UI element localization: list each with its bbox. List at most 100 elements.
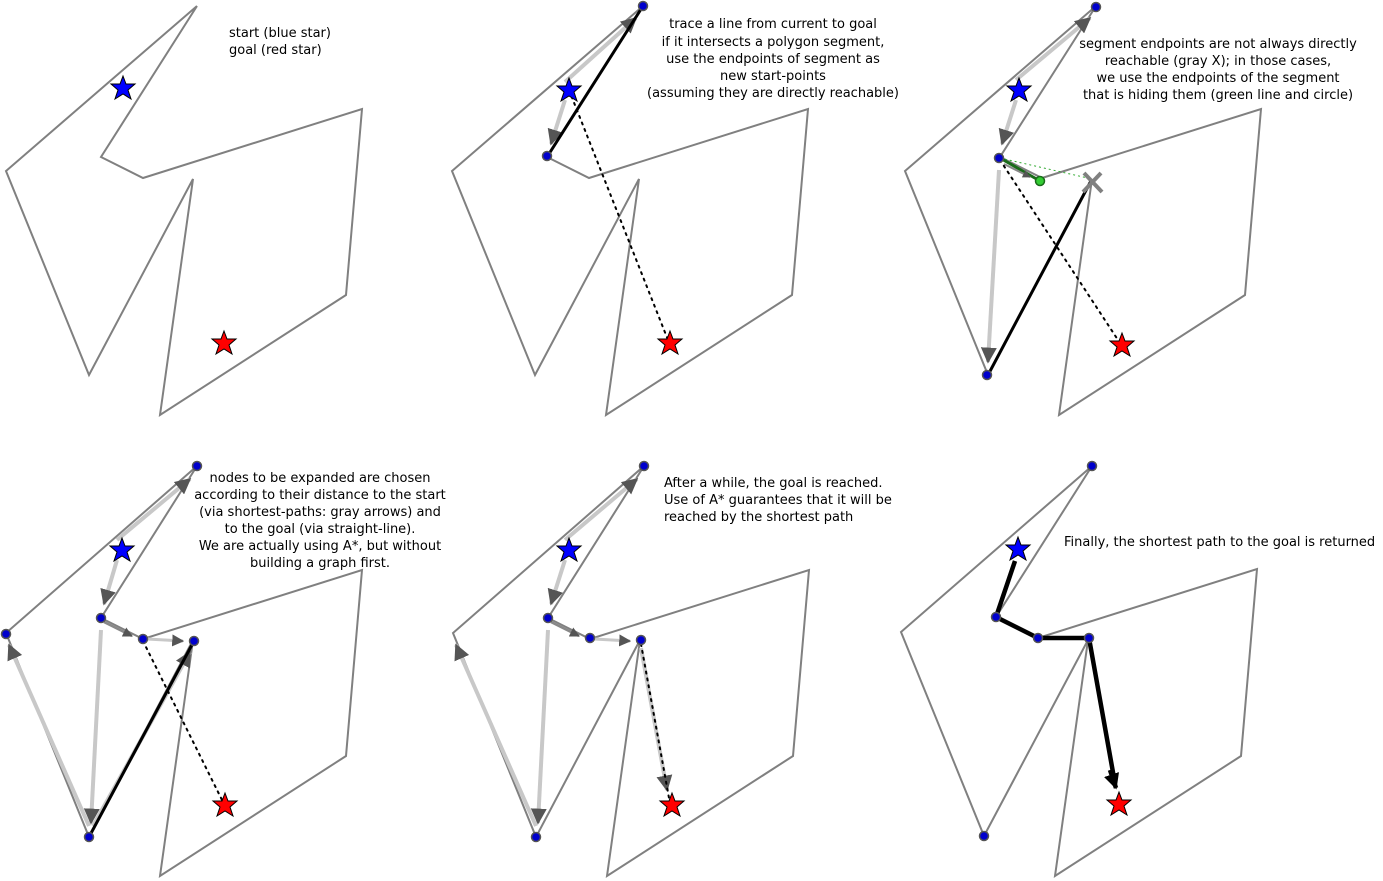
unreachable-x-mark: [1081, 171, 1104, 194]
start-star: [1004, 535, 1032, 562]
start-star: [108, 536, 136, 563]
caption-line: according to their distance to the start: [194, 488, 446, 503]
polygon-arrow-shape: [4, 5, 364, 418]
caption-line: reachable (gray X); in those cases,: [1105, 54, 1331, 69]
caption-line: to the goal (via straight-line).: [225, 522, 416, 537]
polygon-arrow-shape: [903, 5, 1263, 418]
caption-line: we use the endpoints of the segment: [1096, 71, 1339, 86]
node: [990, 611, 1002, 623]
node: [1086, 460, 1098, 472]
caption-line: (via shortest-paths: gray arrows) and: [199, 505, 441, 520]
node: [1090, 1, 1102, 13]
start-star: [555, 536, 583, 563]
panel-4-caption: nodes to be expanded are chosen accordin…: [194, 471, 446, 571]
shortest-path-arrow: [1003, 163, 1031, 178]
shortest-path-arrow: [103, 620, 133, 638]
start-star: [109, 74, 137, 101]
node: [191, 460, 203, 472]
panel-2-caption: trace a line from current to goal if it …: [647, 17, 899, 101]
node: [83, 831, 95, 843]
polygon-arrow-shape: [899, 465, 1259, 879]
shortest-path-arrow: [563, 16, 638, 84]
hidden-endpoint-circle: [1034, 175, 1046, 187]
node: [978, 830, 990, 842]
node: [137, 633, 149, 645]
node: [638, 460, 650, 472]
panel-5: After a while, the goal is reached. Use …: [451, 460, 892, 879]
start-star: [1005, 76, 1033, 103]
hiding-segment: [999, 156, 1041, 183]
panel-3: segment endpoints are not always directl…: [903, 1, 1357, 418]
node: [637, 0, 649, 12]
panel-2: trace a line from current to goal if it …: [450, 0, 899, 418]
line-to-goal: [142, 640, 223, 801]
hidden-direct-line: [999, 157, 1093, 180]
shortest-path-arrow: [115, 477, 192, 542]
caption-line: After a while, the goal is reached.: [664, 476, 883, 491]
goal-star: [658, 791, 686, 818]
node: [188, 635, 200, 647]
caption-line: reached by the shortest path: [664, 510, 853, 525]
node: [1083, 632, 1095, 644]
caption-line: new start-points: [720, 69, 826, 84]
caption-line: building a graph first.: [250, 556, 390, 571]
shortest-path-arrow: [980, 169, 1001, 364]
shortest-path-arrow: [550, 620, 580, 638]
intersected-segment: [87, 640, 196, 838]
shortest-path-arrow: [1014, 16, 1092, 82]
caption-line: nodes to be expanded are chosen: [210, 471, 431, 486]
intersected-segment: [986, 178, 1094, 376]
line-to-goal: [568, 89, 669, 341]
panel-6: Finally, the shortest path to the goal i…: [899, 460, 1375, 879]
shortest-path-arrow: [100, 559, 119, 606]
shortest-path-arrow: [563, 477, 639, 542]
caption-line: trace a line from current to goal: [669, 17, 877, 32]
shortest-path-arrow: [454, 643, 538, 827]
goal-star: [1108, 331, 1136, 358]
panel-3-caption: segment endpoints are not always directl…: [1079, 37, 1357, 103]
shortest-path-arrow: [530, 629, 550, 825]
caption-line: start (blue star): [229, 26, 331, 41]
node: [993, 152, 1005, 164]
final-shortest-path: [993, 560, 1117, 779]
line-to-goal: [640, 643, 670, 799]
panel-6-caption: Finally, the shortest path to the goal i…: [1064, 535, 1375, 550]
node: [541, 150, 553, 162]
line-to-goal: [999, 159, 1119, 341]
shortest-path-arrow: [83, 629, 103, 825]
caption-line: that is hiding them (green line and circ…: [1083, 88, 1353, 103]
shortest-path-arrow: [146, 634, 185, 647]
node: [584, 632, 596, 644]
shortest-path-arrow: [547, 559, 567, 606]
goal-star: [211, 791, 239, 818]
caption-line: Use of A* guarantees that it will be: [664, 493, 892, 508]
caption-line: Finally, the shortest path to the goal i…: [1064, 535, 1375, 550]
caption-line: if it intersects a polygon segment,: [662, 35, 885, 50]
panel-4: nodes to be expanded are chosen accordin…: [0, 460, 446, 879]
intersected-segment: [545, 5, 645, 158]
shortest-path-arrow: [7, 643, 91, 827]
shortest-path-arrow: [547, 99, 567, 146]
node: [530, 831, 542, 843]
polygon-arrow-shape: [451, 465, 811, 879]
shortest-path-arrow: [998, 99, 1018, 146]
node: [95, 612, 107, 624]
node: [1032, 632, 1044, 644]
caption-line: segment endpoints are not always directl…: [1079, 37, 1357, 52]
panel-1-caption: start (blue star) goal (red star): [229, 26, 331, 58]
caption-line: goal (red star): [229, 43, 322, 58]
polygon-arrow-shape: [450, 5, 810, 418]
caption-line: We are actually using A*, but without: [199, 539, 441, 554]
final-path-arrowhead: [1104, 769, 1119, 790]
goal-star: [210, 329, 238, 356]
node: [635, 634, 647, 646]
shortest-path-arrow: [593, 634, 632, 647]
caption-line: use the endpoints of segment as: [666, 52, 880, 67]
start-star: [555, 76, 583, 103]
goal-star: [656, 329, 684, 356]
node: [981, 369, 993, 381]
node: [0, 628, 12, 640]
panel-5-caption: After a while, the goal is reached. Use …: [664, 476, 892, 525]
panel-1: start (blue star) goal (red star): [4, 5, 364, 418]
